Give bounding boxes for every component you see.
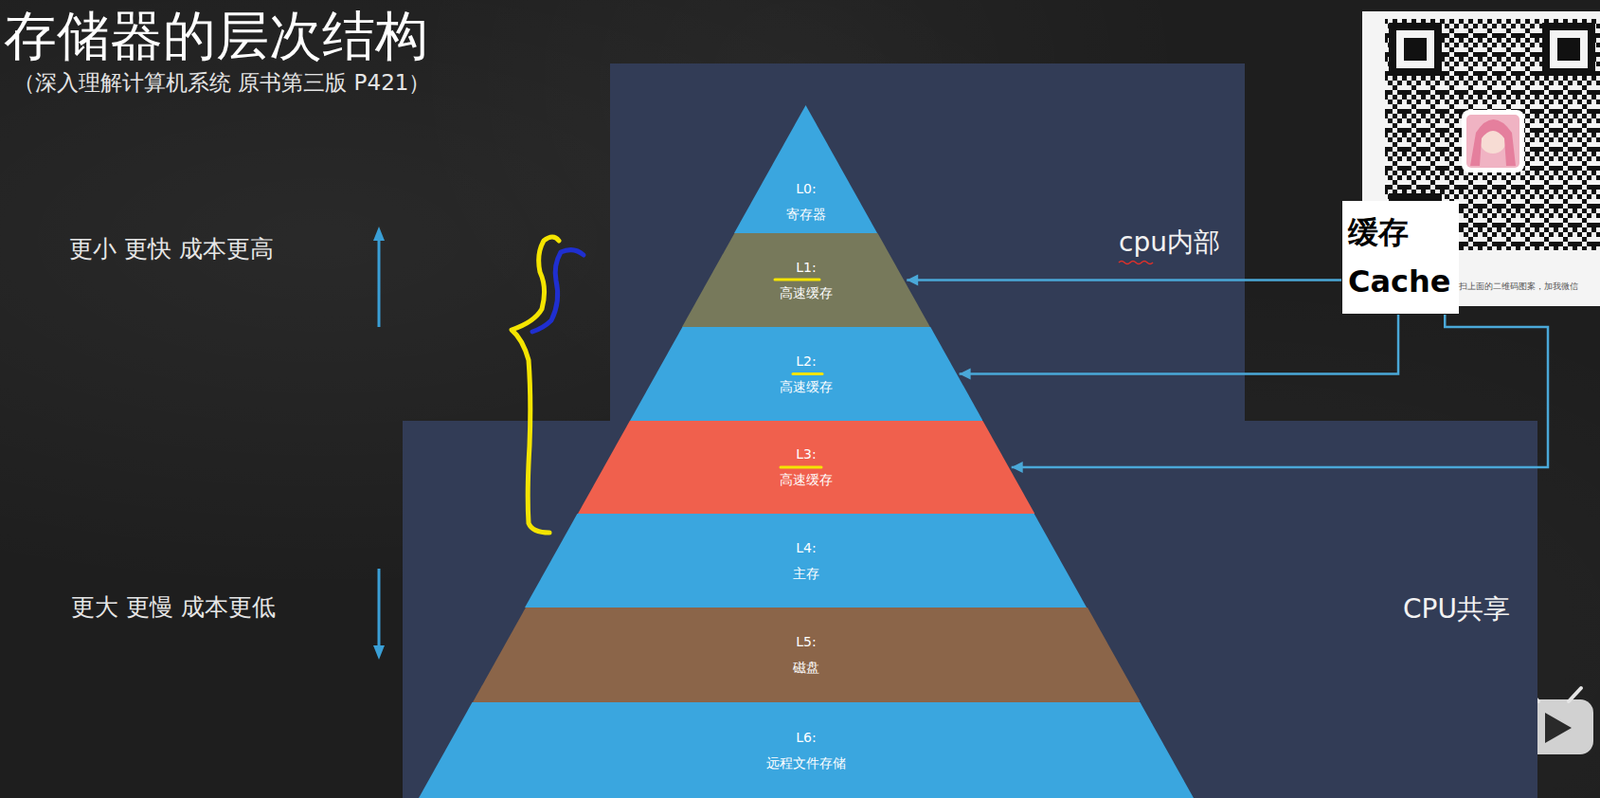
- band-shape: [682, 233, 931, 327]
- band-fill: [734, 105, 878, 234]
- title-holder: 存储器的层次结构: [3, 3, 429, 68]
- pyramid-band: L0: 寄存器: [734, 105, 878, 234]
- level-label: L1:: [795, 259, 816, 276]
- level-label: L2:: [795, 353, 816, 370]
- level-name: 主存: [792, 565, 820, 582]
- band-text-holder: L5: 磁盘: [472, 607, 1141, 702]
- band-fill: [524, 513, 1087, 608]
- hand-drawn-brace: [532, 250, 584, 332]
- band-shape: [418, 701, 1194, 798]
- pyramid-band: L1: 高速缓存: [682, 233, 931, 327]
- note-label: 扫上面的二维码图案，加我微信: [1458, 281, 1579, 292]
- level-name: 高速缓存: [779, 285, 833, 302]
- level-name: 磁盘: [792, 659, 820, 676]
- note-label: （深入理解计算机系统 原书第三版 P421）: [13, 70, 431, 97]
- level-label: L3:: [795, 446, 816, 463]
- panel-label-holder: cpu内部: [1118, 226, 1221, 259]
- pyramid-band: L3: 高速缓存: [577, 420, 1035, 514]
- band-fill: [577, 420, 1035, 514]
- label-holder: 扫上面的二维码图案，加我微信: [1458, 281, 1579, 292]
- band-text-holder: L3: 高速缓存: [577, 420, 1035, 514]
- label-holder: （深入理解计算机系统 原书第三版 P421）: [13, 70, 431, 97]
- band-shape: [524, 513, 1087, 608]
- band-text-holder: L0: 寄存器: [734, 105, 878, 234]
- band-fill: [629, 326, 984, 421]
- pyramid-band: L4: 主存: [524, 513, 1087, 608]
- cache-label: 缓存: [1348, 215, 1409, 251]
- panel-label: cpu内部: [1118, 226, 1221, 259]
- cache-box: 缓存 Cache: [1342, 200, 1459, 314]
- region-panel: cpu内部 L0: 寄存器 L1: 高速缓存 L2: 高速缓存: [610, 63, 1245, 421]
- band-text-holder: L6: 远程文件存储: [418, 701, 1194, 798]
- pyramid-band: L2: 高速缓存: [629, 326, 984, 421]
- band-fill: [418, 701, 1194, 798]
- band-fill: [682, 233, 931, 327]
- pyramid-band: L5: 磁盘: [472, 607, 1141, 702]
- region-panel: CPU共享 L3: 高速缓存 L4: 主存 L5: 磁盘 L6: 远程文件存储: [402, 420, 1538, 798]
- level-label: L6:: [795, 729, 816, 746]
- band-shape: [472, 607, 1141, 702]
- level-name: 远程文件存储: [766, 755, 846, 772]
- note-label: 更大 更慢 成本更低: [71, 593, 276, 622]
- title: 存储器的层次结构: [3, 3, 429, 68]
- level-label: L0:: [795, 180, 816, 198]
- cache-label: Cache: [1348, 264, 1452, 300]
- level-label: L5:: [795, 633, 816, 650]
- band-fill: [472, 607, 1141, 702]
- level-name: 寄存器: [786, 206, 827, 223]
- note-label: 更小 更快 成本更高: [69, 234, 274, 264]
- label-holder: 更小 更快 成本更高: [69, 234, 274, 264]
- band-text-holder: L2: 高速缓存: [629, 326, 984, 421]
- pyramid-band: L6: 远程文件存储: [418, 701, 1194, 798]
- band-shape: [629, 326, 984, 421]
- direction-arrow: [373, 226, 385, 660]
- level-name: 高速缓存: [779, 378, 833, 396]
- band-shape: [577, 420, 1035, 514]
- label-holder: 更大 更慢 成本更低: [71, 593, 276, 622]
- level-name: 高速缓存: [779, 471, 833, 488]
- panel-label-holder: CPU共享: [1402, 593, 1511, 626]
- band-text-holder: L4: 主存: [524, 513, 1087, 608]
- band-text-holder: L1: 高速缓存: [682, 233, 931, 327]
- level-label: L4:: [795, 539, 816, 557]
- panel-label: CPU共享: [1402, 593, 1511, 626]
